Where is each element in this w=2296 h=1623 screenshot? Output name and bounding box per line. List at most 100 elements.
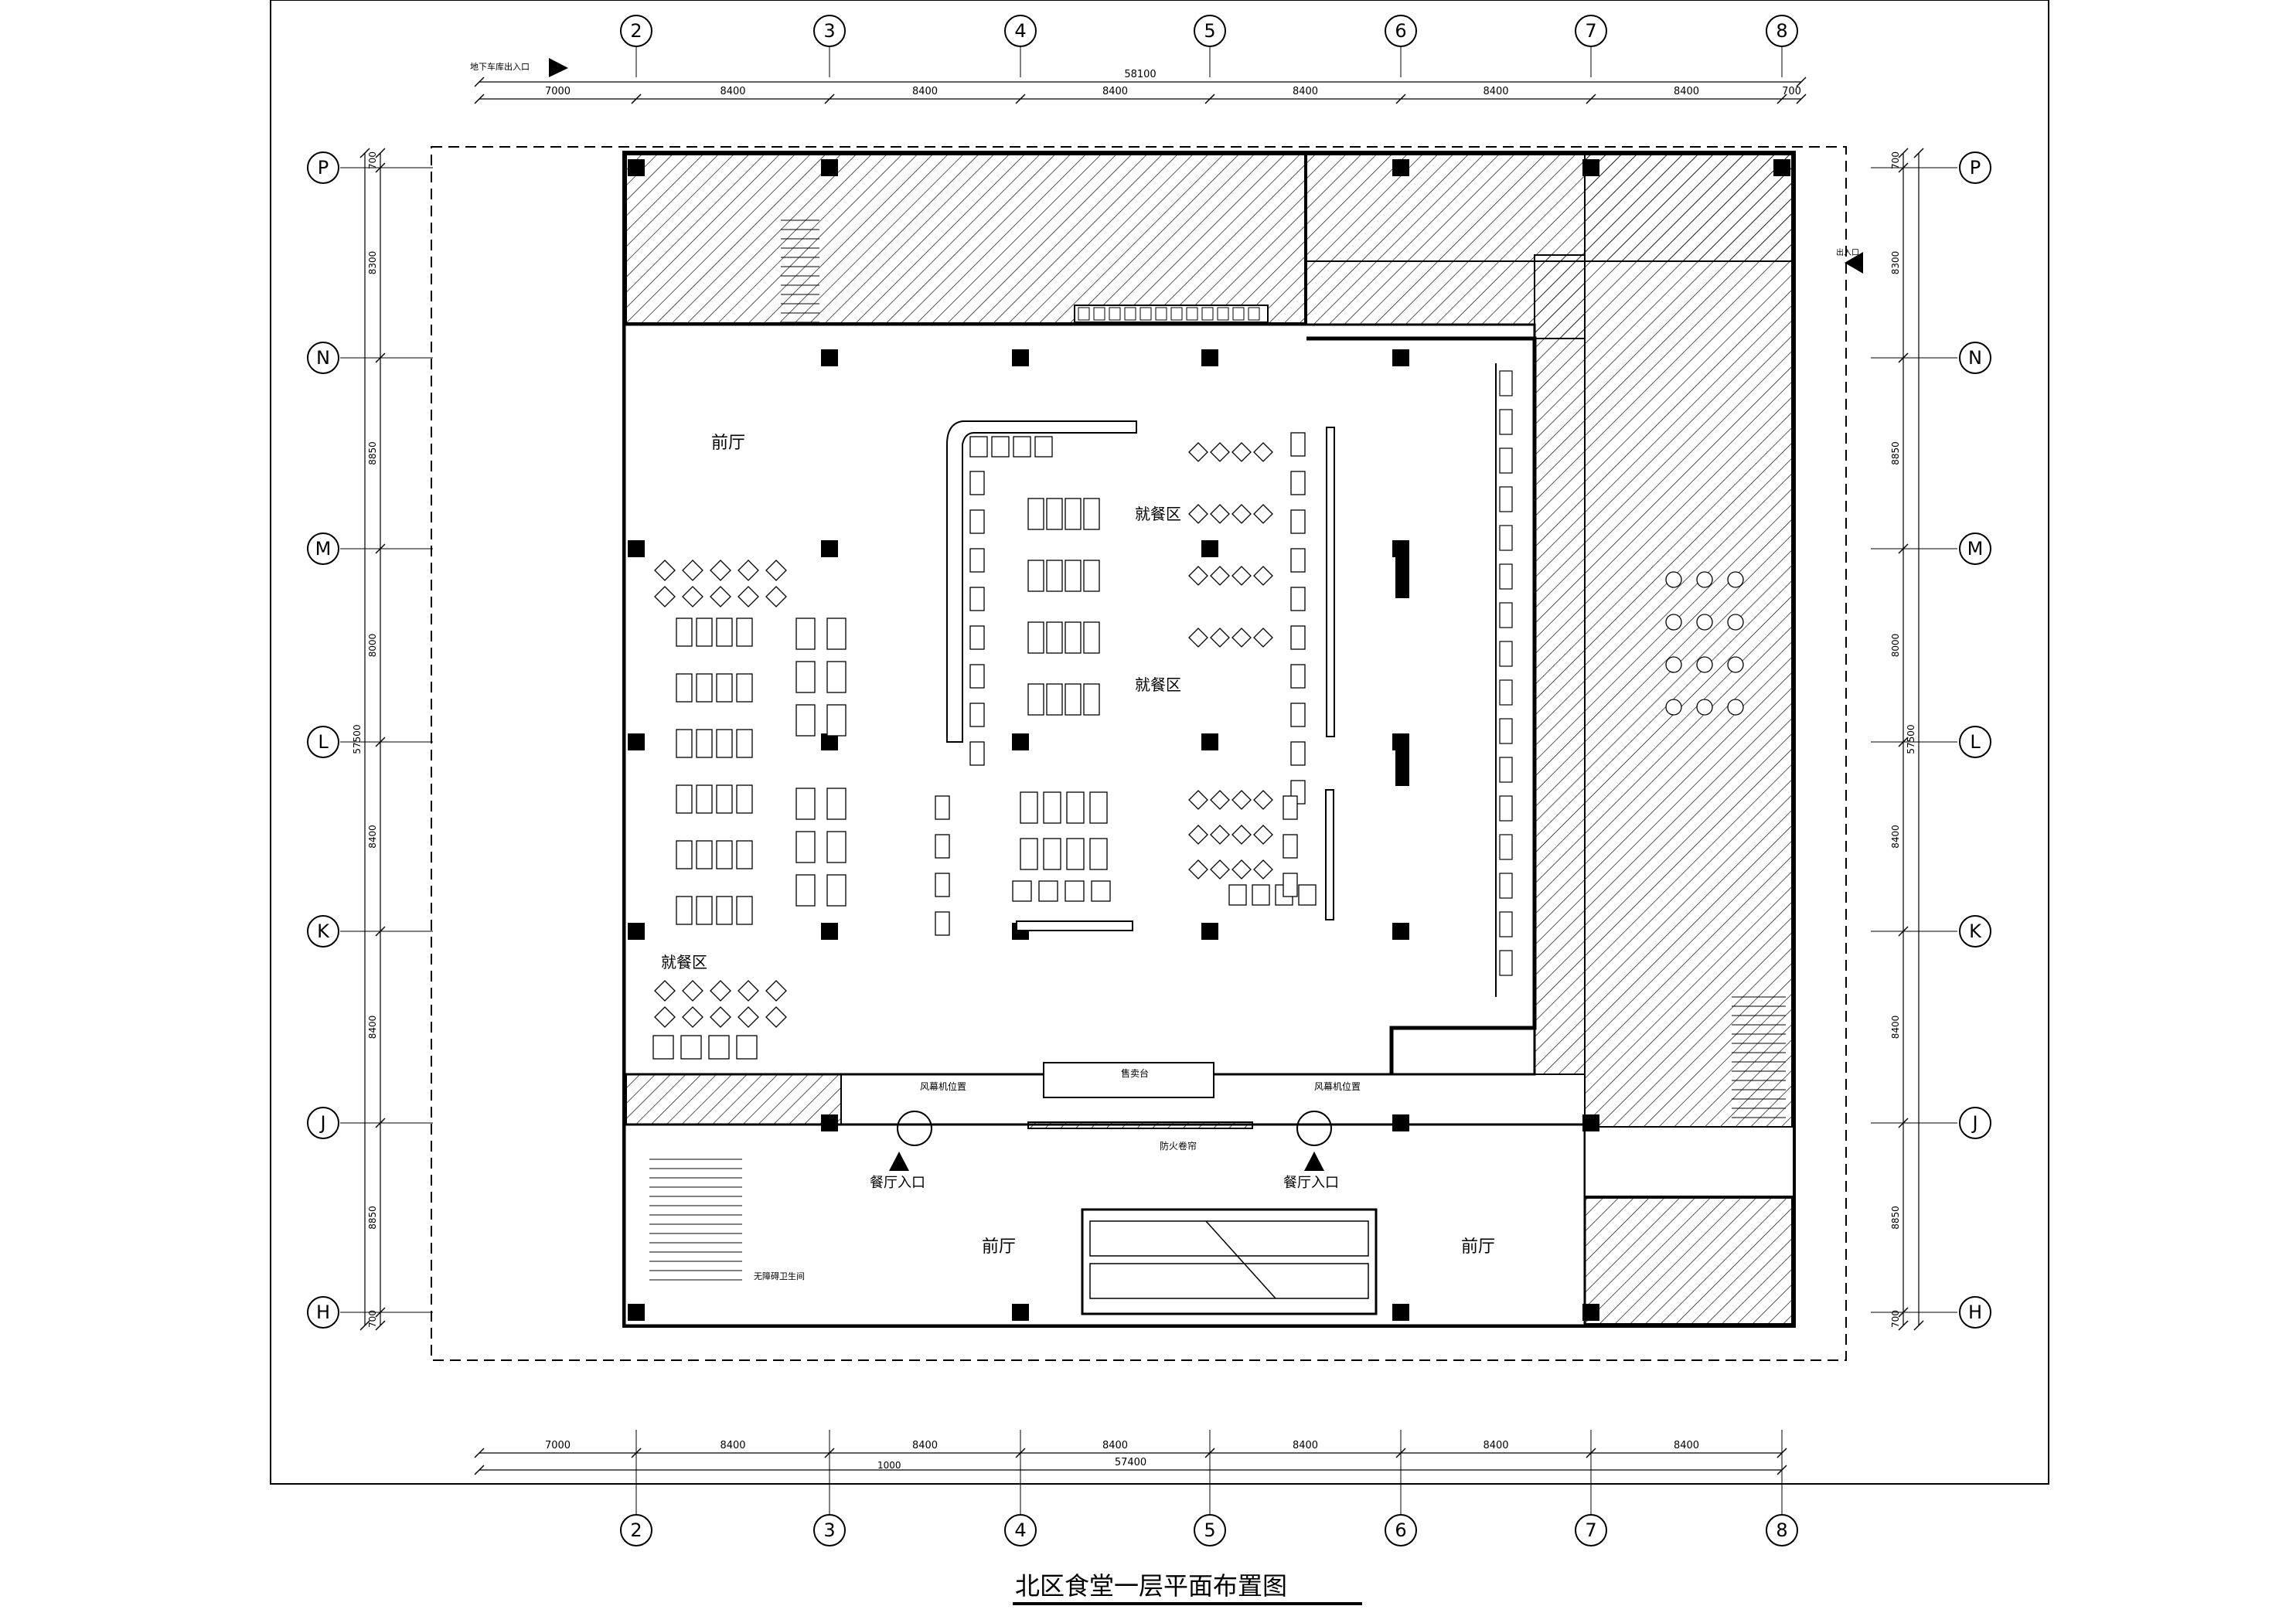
kitchen-station — [1499, 911, 1513, 937]
kitchen-cell — [1124, 307, 1136, 321]
dining-table — [1066, 791, 1085, 824]
label-wind-curtain-right: 风幕机位置 — [1314, 1080, 1361, 1092]
label-dining-center: 就餐区 — [1135, 675, 1181, 694]
dim-left-span-4: 8400 — [367, 825, 378, 849]
dim-right-overall-0: 57500 — [1906, 724, 1916, 754]
dining-table-diagonal — [1210, 566, 1230, 586]
cooking-burner — [1727, 614, 1744, 631]
grid-row-label: H — [316, 1301, 330, 1323]
dining-table — [696, 618, 713, 647]
dining-table-diagonal — [1188, 504, 1208, 524]
dim-right-span-5: 8400 — [1890, 1016, 1901, 1039]
structural-column — [1582, 159, 1599, 176]
dining-table — [1089, 791, 1108, 824]
dining-table — [1290, 432, 1306, 457]
dining-table — [1046, 560, 1063, 592]
dining-table-diagonal — [738, 586, 759, 607]
dining-table-diagonal — [738, 560, 759, 581]
dining-table — [736, 673, 753, 703]
dining-table — [1089, 838, 1108, 870]
dining-table-diagonal — [682, 1006, 703, 1028]
dining-table-diagonal — [1188, 825, 1208, 845]
kitchen-station — [1499, 679, 1513, 706]
label-front-hall-sw: 前厅 — [982, 1237, 1016, 1257]
dining-table-diagonal — [1253, 859, 1273, 880]
dining-table — [795, 788, 816, 820]
dining-table — [1290, 741, 1306, 766]
dining-table-diagonal — [1253, 790, 1273, 810]
grid-bubble-row-H-right: H — [1959, 1296, 1991, 1329]
grid-bubble-row-L-right: L — [1959, 726, 1991, 758]
dining-table — [736, 618, 753, 647]
grid-bubble-col-7-top: 7 — [1575, 15, 1607, 47]
dining-table — [736, 840, 753, 869]
cooking-burner — [1696, 699, 1713, 716]
kitchen-station — [1499, 486, 1513, 512]
dim-left-span-5: 8400 — [367, 1016, 378, 1039]
dim-right-span-4: 8400 — [1890, 825, 1901, 849]
dining-table — [696, 729, 713, 758]
dim-bottom-span-0: 7000 — [545, 1440, 571, 1451]
grid-row-label: K — [317, 920, 330, 942]
structural-column — [1201, 733, 1218, 750]
dining-table — [716, 784, 733, 814]
dining-table — [1046, 498, 1063, 530]
dim-top-span-0: 7000 — [545, 86, 571, 97]
dining-table — [1290, 548, 1306, 573]
kitchen-cell — [1170, 307, 1183, 321]
structural-column — [1392, 159, 1409, 176]
dining-table — [1228, 884, 1247, 906]
grid-bubble-row-J-left: J — [307, 1107, 339, 1139]
dim-right-span-2: 8850 — [1890, 441, 1901, 465]
dining-table-diagonal — [1231, 442, 1252, 462]
dining-table — [969, 587, 985, 611]
entrance-arrow-basement — [549, 58, 568, 77]
dining-table — [652, 1035, 674, 1060]
dining-table-diagonal — [710, 1006, 731, 1028]
structural-column — [821, 159, 838, 176]
dining-table — [991, 436, 1010, 458]
kitchen-station — [1499, 757, 1513, 783]
grid-bubble-col-8-bottom: 8 — [1766, 1514, 1798, 1546]
grid-bubble-col-4-top: 4 — [1004, 15, 1037, 47]
label-dining-west: 就餐区 — [661, 953, 707, 971]
dining-table — [1290, 471, 1306, 495]
kitchen-station — [1499, 525, 1513, 551]
grid-bubble-col-3-bottom: 3 — [813, 1514, 846, 1546]
kitchen-cell — [1186, 307, 1198, 321]
structural-column — [821, 540, 838, 557]
dining-table — [1290, 664, 1306, 689]
dining-table — [1043, 838, 1061, 870]
cooking-burner — [1696, 571, 1713, 588]
structural-column — [1582, 1304, 1599, 1321]
dining-table — [708, 1035, 730, 1060]
dining-table — [676, 673, 693, 703]
kitchen-cell — [1217, 307, 1229, 321]
dining-table-diagonal — [710, 560, 731, 581]
dining-table — [826, 831, 847, 863]
label-dining-north: 就餐区 — [1135, 505, 1181, 523]
dining-table-diagonal — [1253, 566, 1273, 586]
grid-bubble-col-8-top: 8 — [1766, 15, 1798, 47]
structural-column — [1392, 1114, 1409, 1131]
dining-table — [1027, 498, 1044, 530]
dim-left-span-3: 8000 — [367, 634, 378, 658]
dining-table-diagonal — [765, 1006, 787, 1028]
dining-table-diagonal — [1231, 628, 1252, 648]
dining-table — [680, 1035, 702, 1060]
zone-se-rooms — [1584, 1197, 1794, 1326]
dining-table — [696, 784, 713, 814]
dining-table — [969, 436, 988, 458]
entrance-arrow-left — [889, 1152, 909, 1171]
dining-table-diagonal — [738, 1006, 759, 1028]
grid-bubble-row-N-right: N — [1959, 342, 1991, 374]
grid-bubble-col-6-top: 6 — [1385, 15, 1417, 47]
dining-table — [1083, 683, 1100, 716]
dining-table — [795, 661, 816, 693]
cooking-burner — [1665, 699, 1682, 716]
dining-table — [1065, 621, 1082, 654]
booth-counter-north — [946, 420, 1137, 743]
dining-table — [795, 831, 816, 863]
grid-bubble-col-2-top: 2 — [620, 15, 652, 47]
